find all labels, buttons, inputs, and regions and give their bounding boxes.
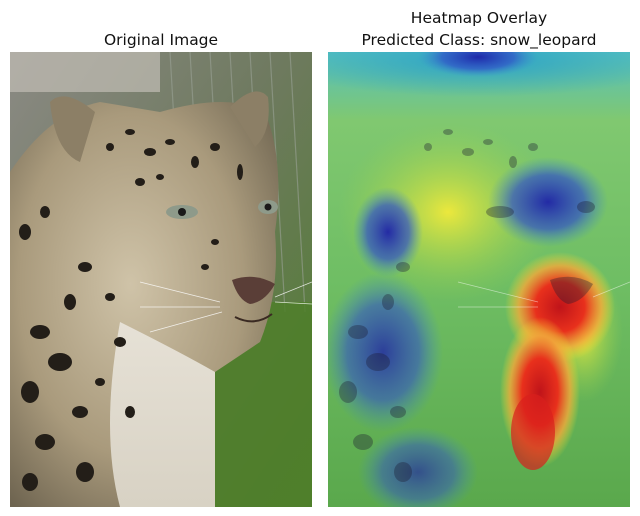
heatmap-title-line2: Predicted Class: snow_leopard xyxy=(361,31,597,49)
heatmap-title-line1: Heatmap Overlay xyxy=(410,9,548,27)
snow-leopard-photo xyxy=(10,52,312,507)
heatmap-overlay-photo xyxy=(328,52,630,507)
heatmap-overlay-image xyxy=(328,52,630,507)
original-image-title: Original Image xyxy=(103,31,219,49)
original-image xyxy=(10,52,312,507)
